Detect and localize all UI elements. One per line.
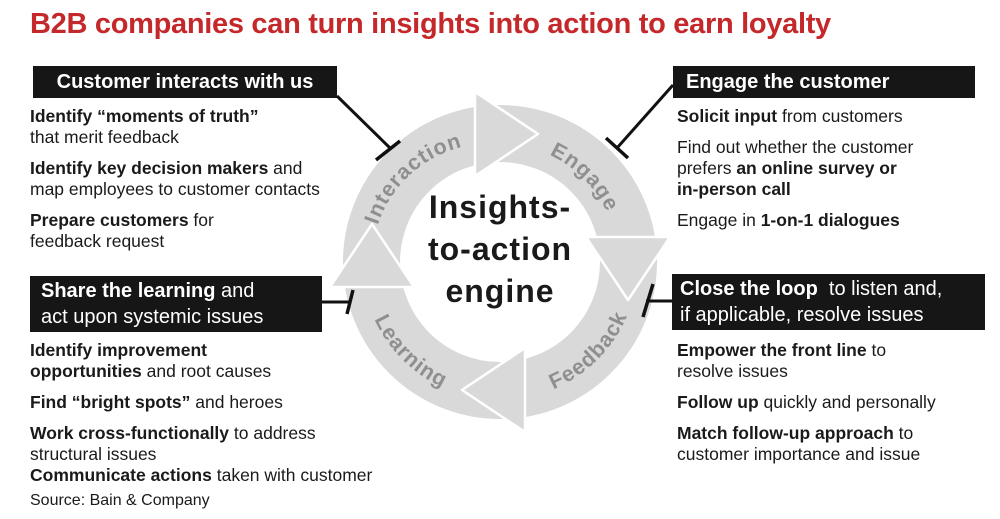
page-title: B2B companies can turn insights into act… — [30, 8, 831, 40]
text-segment: act upon systemic issues — [41, 306, 264, 328]
bullet-item: Solicit input from customers — [677, 106, 913, 127]
source-note: Source: Bain & Company — [30, 492, 210, 509]
text-segment: structural issues — [30, 444, 157, 464]
text-segment: Work cross-functionally — [30, 423, 230, 443]
text-segment: Solicit input — [677, 106, 778, 126]
text-segment: customer importance and issue — [677, 444, 921, 464]
cycle-arrow-top-icon — [473, 90, 540, 178]
text-segment: Identify “moments of truth” — [30, 106, 259, 126]
text-segment: Engage in — [677, 210, 761, 230]
bullet-item: Engage in 1-on-1 dialogues — [677, 210, 913, 231]
engine-center-label-line1: Insights- — [429, 189, 571, 225]
text-segment: Customer interacts with us — [56, 71, 314, 93]
text-segment: Prepare customers — [30, 210, 189, 230]
text-segment: that merit feedback — [30, 127, 179, 147]
insights-engine-diagram: Interaction Engage Feedback Learning Ins… — [322, 84, 675, 434]
text-segment: Empower the front line — [677, 340, 867, 360]
text-segment: and — [215, 280, 255, 302]
text-segment: and — [268, 158, 303, 178]
panel-header-engage-customer: Engage the customer — [673, 66, 975, 98]
text-segment: Follow up — [677, 392, 759, 412]
text-segment: Find “bright spots” — [30, 392, 191, 412]
text-segment: to — [866, 340, 887, 360]
text-segment: for — [188, 210, 214, 230]
connector-tick-learning — [345, 289, 355, 315]
connector-tick-engage — [604, 136, 630, 160]
panel-header-customer-interacts: Customer interacts with us — [33, 66, 337, 98]
connector-line-engage — [615, 84, 675, 149]
text-segment: and heroes — [190, 392, 283, 412]
engine-center-label-line2: to-action — [428, 231, 572, 267]
bullet-item: Work cross-functionally to address struct… — [30, 423, 372, 465]
text-segment: an online survey or — [736, 158, 897, 178]
text-segment: Identify improvement — [30, 340, 207, 360]
text-segment: map employees to customer contacts — [30, 179, 320, 199]
text-segment: Close the loop — [680, 278, 818, 300]
bullet-item: Find “bright spots” and heroes — [30, 392, 372, 413]
text-segment: resolve issues — [677, 361, 788, 381]
text-segment: Match follow-up approach — [677, 423, 894, 443]
text-segment: 1-on-1 dialogues — [760, 210, 900, 230]
bullet-item: Prepare customers for feedback request — [30, 210, 320, 252]
engine-center-label-line3: engine — [445, 273, 554, 309]
text-segment: to — [893, 423, 914, 443]
text-segment: Share the learning — [41, 280, 216, 302]
panel-header-share-learning: Share the learning and act upon systemic … — [30, 276, 322, 332]
panel-body-customer-interacts: Identify “moments of truth”that merit fe… — [30, 106, 320, 262]
connector-tick-interaction — [374, 139, 402, 162]
text-segment: quickly and personally — [758, 392, 936, 412]
cycle-arrow-right-icon — [584, 235, 672, 302]
text-segment: to listen and, — [817, 278, 943, 300]
text-segment: and root causes — [141, 361, 272, 381]
text-segment: Engage the customer — [686, 71, 890, 93]
text-segment: feedback request — [30, 231, 165, 251]
text-segment: Communicate actions — [30, 465, 212, 485]
cycle-arrow-left-icon — [328, 222, 416, 289]
text-segment: prefers — [677, 158, 737, 178]
text-segment: opportunities — [30, 361, 142, 381]
text-segment: if applicable, resolve issues — [680, 304, 924, 326]
connector-tick-feedback — [641, 283, 655, 318]
text-segment: in-person call — [677, 179, 791, 199]
text-segment: to address — [229, 423, 316, 443]
bullet-item: Identify “moments of truth”that merit fe… — [30, 106, 320, 148]
text-segment: taken with customer — [211, 465, 373, 485]
bullet-item: Communicate actions taken with customer — [30, 465, 372, 486]
connector-line-interaction — [335, 94, 392, 150]
bullet-item: Empower the front line to resolve issues — [677, 340, 936, 382]
text-segment: Find out whether the customer — [677, 137, 914, 157]
text-segment: from customers — [777, 106, 903, 126]
panel-header-close-loop: Close the loop to listen and, if applicab… — [672, 274, 985, 330]
text-segment: Identify key decision makers — [30, 158, 269, 178]
bullet-item: Follow up quickly and personally — [677, 392, 936, 413]
cycle-arrow-bottom-icon — [460, 346, 527, 434]
